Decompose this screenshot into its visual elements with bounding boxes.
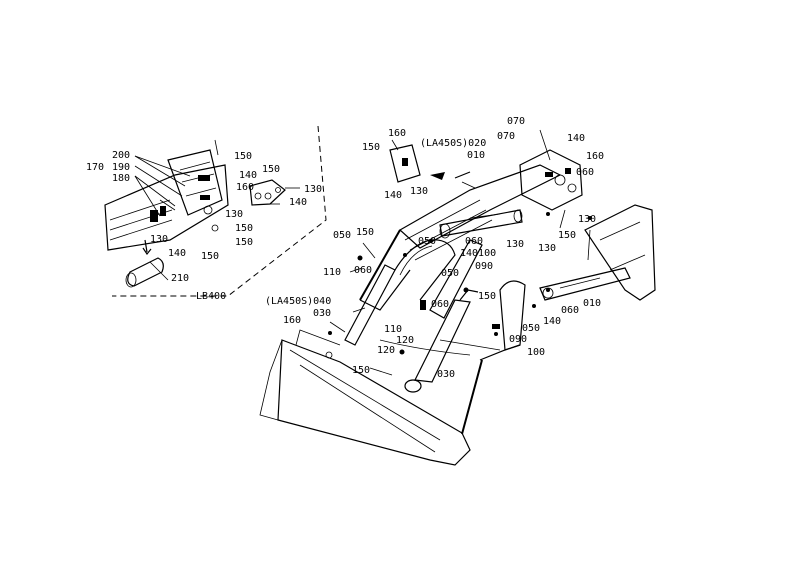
part-label: 160	[388, 128, 407, 139]
part-label: 160	[586, 151, 605, 162]
part-label: 070	[497, 131, 516, 142]
part-label: 060	[431, 299, 450, 310]
part-label: 150	[201, 251, 220, 262]
part-label: 050	[522, 323, 541, 334]
loader-frame	[259, 129, 656, 466]
part-label: 150	[558, 230, 577, 241]
part-label: 010	[583, 298, 602, 309]
part-label: 150	[235, 223, 254, 234]
part-label: 140	[289, 197, 308, 208]
part-label: 050	[418, 236, 437, 247]
part-label: 200	[112, 150, 131, 161]
part-label: 130	[150, 234, 169, 245]
part-label: 130	[538, 243, 557, 254]
part-label: 150	[262, 164, 281, 175]
part-label: 110	[323, 267, 342, 278]
part-label: 140	[384, 190, 403, 201]
part-label: 160	[236, 182, 255, 193]
part-label: 150	[235, 237, 254, 248]
part-label: 150	[362, 142, 381, 153]
part-label: 060	[561, 305, 580, 316]
part-label: 150	[234, 151, 253, 162]
part-label: 130	[410, 186, 429, 197]
part-label: 030	[313, 308, 332, 319]
part-label: 060	[576, 167, 595, 178]
part-label: 130	[304, 184, 323, 195]
part-label: 140	[567, 133, 586, 144]
part-label: 050	[441, 268, 460, 279]
part-label: 160	[283, 315, 302, 326]
part-label: 120	[377, 345, 396, 356]
part-label: 100	[527, 347, 546, 358]
part-label: 060	[465, 236, 484, 247]
part-label: 130	[225, 209, 244, 220]
part-label: 120	[396, 335, 415, 346]
inset-valve-assembly	[104, 139, 300, 288]
part-label: 060	[354, 265, 373, 276]
part-label: 090	[475, 261, 494, 272]
part-label: 150	[478, 291, 497, 302]
part-label: 110	[384, 324, 403, 335]
part-label: 130	[578, 214, 597, 225]
part-label: 190	[112, 162, 131, 173]
part-label: 150	[352, 365, 371, 376]
part-label: 150	[356, 227, 375, 238]
leader-lines	[159, 199, 393, 376]
part-label: 130	[506, 239, 525, 250]
part-label: 210	[171, 273, 190, 284]
part-label: 140100	[460, 248, 497, 259]
part-label: 170	[86, 162, 105, 173]
part-label: 070	[507, 116, 526, 127]
part-label: 090	[509, 334, 528, 345]
part-label: 140	[543, 316, 562, 327]
part-label: 010	[467, 150, 486, 161]
part-label: (LA450S)040	[265, 296, 332, 307]
part-label: 030	[437, 369, 456, 380]
part-label: LB400	[196, 291, 227, 302]
part-label: (LA450S)020	[420, 138, 487, 149]
part-label: 050	[333, 230, 352, 241]
part-label: 180	[112, 173, 131, 184]
part-label: 140	[168, 248, 187, 259]
part-label: 140	[239, 170, 258, 181]
